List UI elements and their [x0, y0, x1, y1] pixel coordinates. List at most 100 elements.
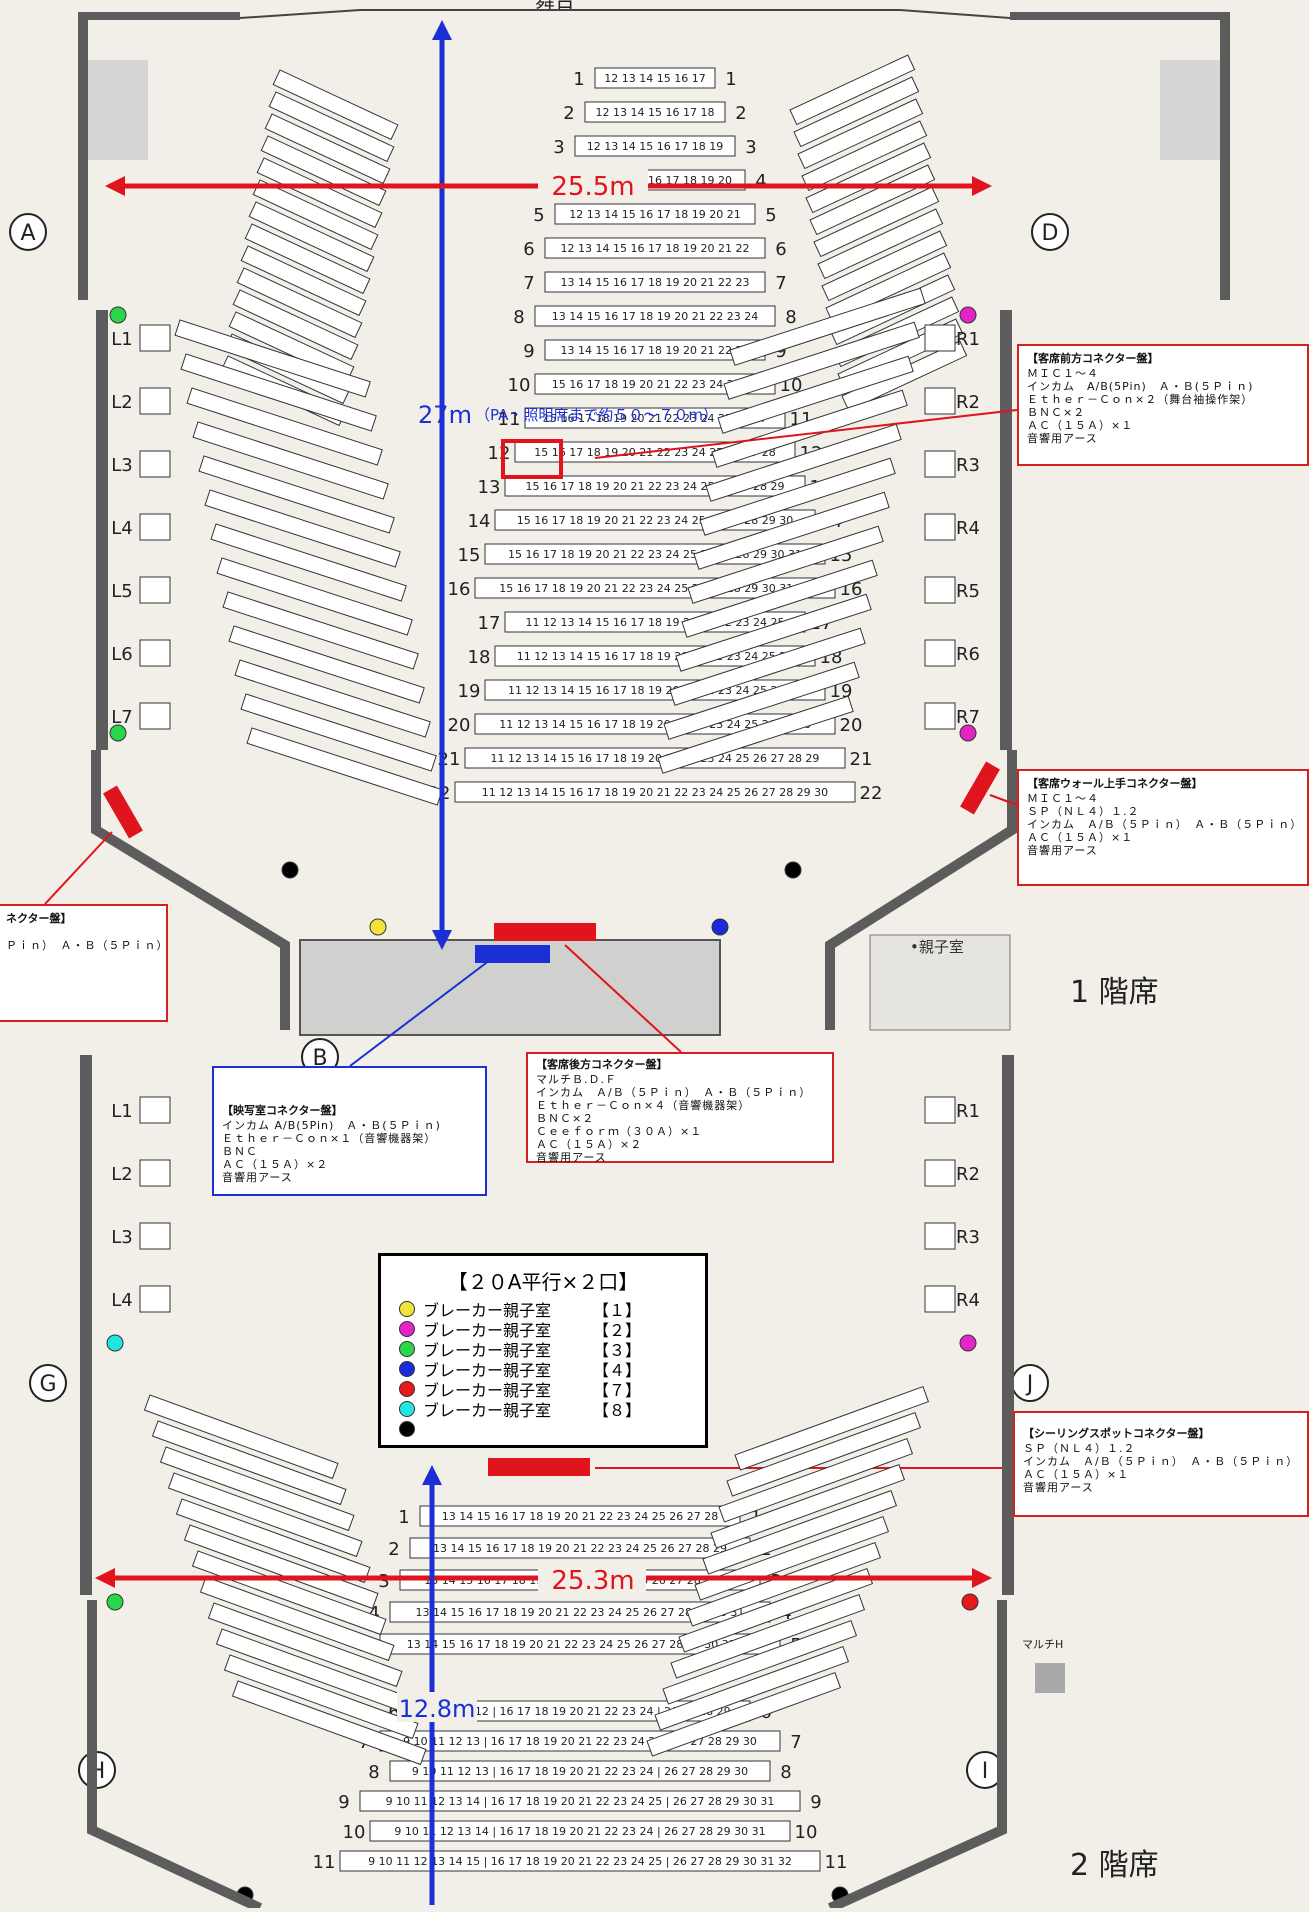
box-seat — [924, 639, 956, 667]
seat-wedge — [809, 164, 936, 236]
front-connector-line: Ｅｔｈｅｒ－Ｃｏｎ×２（舞台袖操作架） — [1027, 393, 1254, 406]
door-label: A — [20, 221, 35, 246]
box-seat — [924, 1222, 956, 1250]
breaker-dot — [106, 1593, 124, 1611]
box-seat — [139, 450, 171, 478]
seat-wedge — [228, 625, 425, 704]
row-number: 11 — [498, 409, 521, 430]
seat-numbers: 13 14 15 16 17 18 19 20 21 22 23 24 — [552, 310, 758, 323]
wall-right-connector-line: ＳＰ（ＮＬ４）１.２ — [1027, 805, 1140, 818]
wall-right-connector-line: 音響用アース — [1027, 844, 1098, 857]
breaker-dot — [784, 861, 802, 879]
seat-numbers: 9 10 11 12 13 14 | 16 17 18 19 20 21 22 … — [394, 1825, 765, 1838]
seat-wedge — [199, 1576, 395, 1662]
wall-right-connector-line: インカム Ａ/Ｂ（５Ｐｉｎ） Ａ・Ｂ（５Ｐｉｎ） — [1027, 818, 1303, 831]
door-label: J — [1025, 1372, 1034, 1397]
row-number: 8 — [513, 307, 524, 328]
seat-numbers: 15 16 17 18 19 20 21 22 23 24 25 26 27 2… — [499, 582, 810, 595]
leader-line — [44, 831, 113, 905]
box-seat — [139, 1159, 171, 1187]
seat-wedge — [192, 421, 389, 500]
front-connector-line: インカム A/B(5Pin) Ａ・Ｂ(５Ｐｉｎ) — [1027, 380, 1254, 393]
box-label-right: R4 — [956, 518, 980, 539]
rear-connector-line: Ｅｔｈｅｒ－Ｃｏｎ×４（音響機器架） — [536, 1099, 751, 1112]
box-seat — [139, 513, 171, 541]
box-label-left: L4 — [111, 1290, 132, 1311]
box-seat — [924, 576, 956, 604]
front-connector-title: 【客席前方コネクター盤】 — [1027, 352, 1159, 365]
seat-row-block — [359, 1790, 801, 1812]
legend-item: ブレーカー親子室【４】 — [399, 1359, 687, 1380]
breaker-dot-icon — [399, 1341, 415, 1357]
seat-wedge — [789, 54, 916, 126]
row-number: 2 — [735, 103, 746, 124]
breaker-dot — [109, 306, 127, 324]
legend-item: ブレーカー親子室【７】 — [399, 1379, 687, 1400]
box-seat — [139, 1096, 171, 1124]
seat-numbers: 11 12 13 14 15 16 17 18 19 20 21 22 23 2… — [517, 650, 793, 663]
row-number: 17 — [478, 613, 501, 634]
ceiling-connector-line: 音響用アース — [1023, 1481, 1094, 1494]
arrow-head — [972, 1568, 992, 1588]
seat-wedge — [151, 1420, 347, 1506]
door-label: G — [39, 1372, 56, 1397]
breaker-dot — [369, 918, 387, 936]
seat-wedge — [207, 1602, 403, 1688]
seat-wedge — [159, 1446, 355, 1532]
seat-row-block — [534, 305, 776, 327]
door-marker — [1031, 213, 1069, 251]
seat-row-block — [544, 237, 766, 259]
row-number: 8 — [785, 307, 796, 328]
seat-wedge — [198, 455, 395, 534]
seat-wedge — [216, 557, 413, 636]
legend-title: 【２０A平行×２口】 — [447, 1270, 639, 1294]
seat-wedge — [693, 491, 890, 570]
row-number: 1 — [398, 1507, 409, 1528]
depth1-note: （PA・照明席まで約５０～７０m） — [475, 406, 718, 424]
seat-wedge — [662, 1619, 858, 1705]
seat-row-block — [594, 67, 716, 89]
stage-label: 舞台 — [535, 0, 575, 12]
wall — [827, 1600, 1007, 1912]
breaker-dot-icon — [399, 1361, 415, 1377]
wall — [87, 1600, 263, 1912]
row-number: 10 — [795, 1822, 818, 1843]
wall — [96, 310, 108, 750]
seat-wedge — [248, 201, 375, 273]
ceiling-connector-line: インカム Ａ/Ｂ（５Ｐｉｎ） Ａ・Ｂ（５Ｐｉｎ） — [1023, 1455, 1299, 1468]
row-number: 19 — [458, 681, 481, 702]
seat-wedge — [244, 223, 371, 295]
wall-right-connector-line: ＡＣ（１５Ａ）×１ — [1027, 831, 1134, 844]
seat-wedge — [793, 76, 920, 148]
seat-row-block — [544, 271, 766, 293]
row-number: 9 — [775, 341, 786, 362]
breaker-dot-icon — [399, 1321, 415, 1337]
dim-label-bg — [538, 1560, 646, 1594]
seat-wedge — [240, 245, 367, 317]
box-label-right: R1 — [956, 1101, 980, 1122]
arrow-head — [105, 176, 125, 196]
seat-wedge — [702, 1489, 898, 1575]
breaker-legend: 【２０A平行×２口】 ブレーカー親子室【１】 ブレーカー親子室【２】 ブレーカー… — [378, 1253, 708, 1448]
legend-label: ブレーカー親子室 — [423, 1301, 552, 1320]
seat-numbers: 12 13 14 15 16 17 18 19 20 21 — [569, 208, 740, 221]
box-label-left: L4 — [111, 518, 132, 539]
leader-line — [564, 944, 682, 1053]
projection-connector-marker — [475, 945, 550, 963]
seat-row-block — [339, 1850, 821, 1872]
breaker-dot — [711, 918, 729, 936]
wall — [825, 750, 1017, 1030]
seat-numbers: 13 14 15 16 17 18 19 20 21 22 23 24 25 2… — [416, 1606, 745, 1619]
seat-numbers: 12 13 14 15 16 17 18 19 20 21 22 — [561, 242, 750, 255]
box-seat — [924, 450, 956, 478]
seat-numbers: 15 16 17 18 19 20 21 22 23 24 25 26 — [552, 378, 758, 391]
rear-connector-line: インカム Ａ/Ｂ（５Ｐｉｎ） Ａ・Ｂ（５Ｐｉｎ） — [536, 1086, 812, 1099]
seat-wedge — [726, 1411, 922, 1497]
row-number: 13 — [478, 477, 501, 498]
wall-right-connector-line: ＭＩＣ１～４ — [1027, 792, 1099, 805]
front-connector-line: ＭＩＣ１～４ — [1027, 367, 1099, 380]
seat-wedge — [681, 559, 878, 638]
room-label: •親子室 — [910, 938, 964, 956]
legend-num: 【３】 — [593, 1341, 642, 1360]
seat-wedge — [175, 1498, 371, 1584]
